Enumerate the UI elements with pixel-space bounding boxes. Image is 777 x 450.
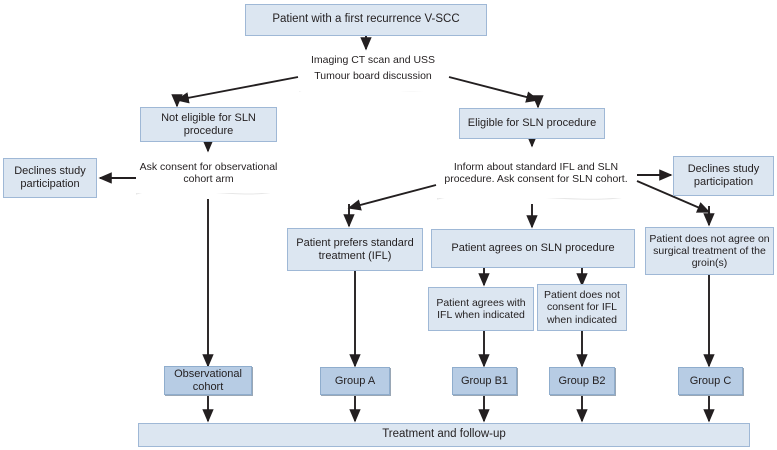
- node-imaging-tumour-board[interactable]: Imaging CT scan and USS Tumour board dis…: [299, 51, 447, 91]
- node-label: Eligible for SLN procedure: [467, 117, 597, 130]
- node-label: Ask consent for observational cohort arm: [139, 160, 278, 185]
- node-declines-study-right[interactable]: Declines study participation: [673, 156, 774, 196]
- node-group-b2[interactable]: Group B2: [549, 367, 615, 395]
- node-label: Patient agrees on SLN procedure: [451, 242, 615, 255]
- node-label: Group B1: [460, 374, 509, 387]
- node-eligible-sln[interactable]: Eligible for SLN procedure: [459, 108, 605, 139]
- node-prefers-standard-ifl[interactable]: Patient prefers standard treatment (IFL): [287, 228, 423, 271]
- node-label: Patient does not consent for IFL when in…: [544, 289, 620, 326]
- node-agrees-sln-procedure[interactable]: Patient agrees on SLN procedure: [431, 229, 635, 268]
- node-label: Declines study participation: [14, 165, 86, 190]
- node-group-b1[interactable]: Group B1: [452, 367, 517, 395]
- node-group-c[interactable]: Group C: [678, 367, 743, 395]
- node-observational-cohort[interactable]: Observational cohort: [164, 366, 252, 395]
- node-label-line2: Tumour board discussion: [314, 70, 432, 83]
- node-agrees-ifl-indicated[interactable]: Patient agrees with IFL when indicated: [428, 287, 534, 331]
- node-label: Patient prefers standard treatment (IFL): [296, 236, 414, 262]
- node-label: Observational cohort: [174, 367, 242, 393]
- node-label: Declines study participation: [687, 163, 760, 188]
- node-label: Not eligible for SLN procedure: [161, 111, 256, 137]
- edge-n2-n4: [448, 76, 540, 103]
- node-inform-sln-consent[interactable]: Inform about standard IFL and SLN proced…: [437, 148, 635, 198]
- node-label: Group C: [689, 374, 732, 387]
- node-declines-study-left[interactable]: Declines study participation: [3, 158, 97, 198]
- node-label-line1: Imaging CT scan and USS: [310, 54, 436, 66]
- node-ask-consent-observational[interactable]: Ask consent for observational cohort arm: [136, 153, 281, 193]
- node-not-eligible-sln[interactable]: Not eligible for SLN procedure: [140, 107, 277, 142]
- node-label: Inform about standard IFL and SLN proced…: [444, 160, 628, 185]
- node-label: Patient with a first recurrence V-SCC: [272, 13, 460, 26]
- node-group-a[interactable]: Group A: [320, 367, 390, 395]
- node-patient-first-recurrence[interactable]: Patient with a first recurrence V-SCC: [245, 4, 487, 36]
- edge-n7-n9: [347, 184, 437, 211]
- node-label: Group A: [334, 374, 376, 387]
- edge-n2-n3: [175, 76, 299, 104]
- node-label: Group B2: [558, 374, 606, 387]
- node-not-consent-ifl-indicated[interactable]: Patient does not consent for IFL when in…: [537, 284, 627, 331]
- node-treatment-followup[interactable]: Treatment and follow-up: [138, 423, 750, 447]
- node-not-agree-surgical-groin[interactable]: Patient does not agree on surgical treat…: [645, 227, 774, 275]
- node-label: Patient agrees with IFL when indicated: [436, 296, 526, 321]
- node-label: Patient does not agree on surgical treat…: [649, 232, 770, 270]
- node-label: Treatment and follow-up: [382, 428, 506, 441]
